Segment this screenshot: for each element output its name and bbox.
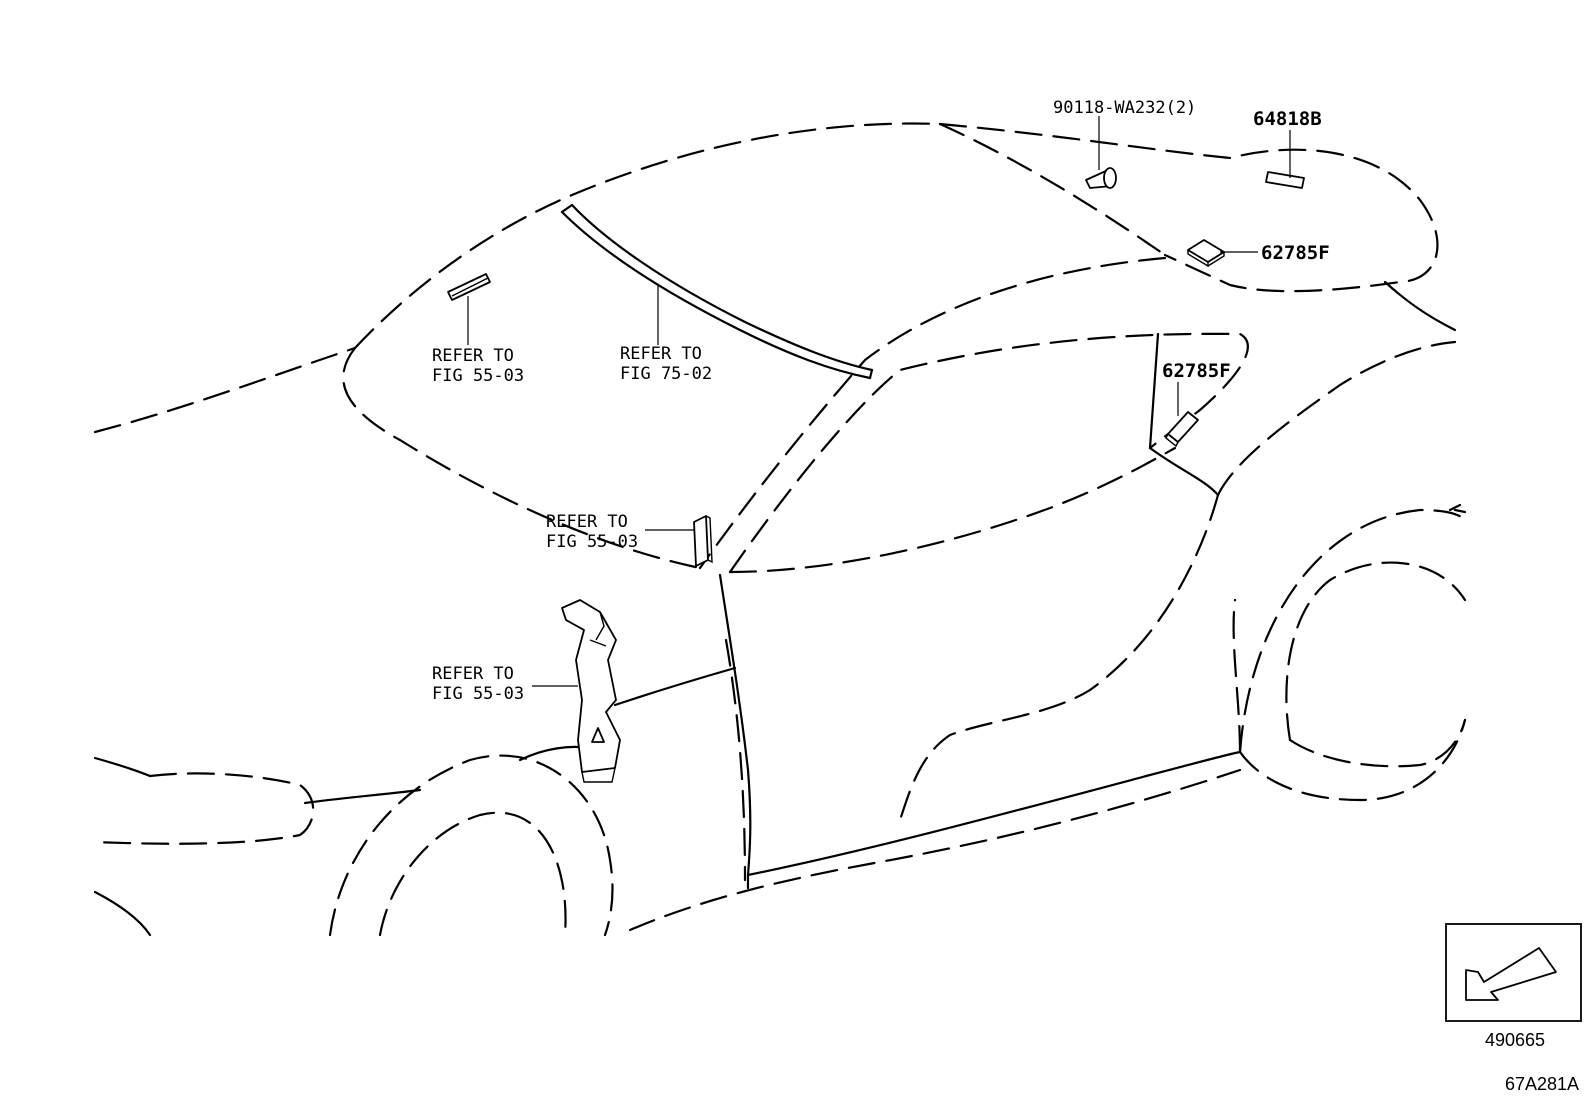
leader-lines bbox=[467, 116, 1291, 687]
ref-pillar-lower-line2: FIG 55-03 bbox=[546, 532, 638, 552]
figure-code: 67A281A bbox=[1505, 1074, 1579, 1094]
ref-pillar-lower-line1: REFER TO bbox=[546, 512, 628, 532]
ref-roof-front: REFER TO FIG 55-03 bbox=[432, 346, 524, 386]
ref-roof-front-line2: FIG 55-03 bbox=[432, 366, 524, 386]
clip-90118 bbox=[1085, 167, 1117, 189]
pillar-lower-pad bbox=[693, 515, 713, 567]
ref-windshield-molding-line2: FIG 75-02 bbox=[620, 364, 712, 384]
view-code-label: 490665 bbox=[1485, 1030, 1545, 1050]
car-body-outline bbox=[93, 122, 1467, 937]
fender-bracket bbox=[561, 599, 621, 783]
view-direction-box: 490665 bbox=[1445, 923, 1582, 1050]
ref-pillar-lower: REFER TO FIG 55-03 bbox=[546, 512, 638, 552]
roof-front-pad bbox=[447, 273, 491, 301]
part-64818b-label: 64818B bbox=[1253, 108, 1322, 130]
clip-90118-label: 90118-WA232(2) bbox=[1053, 98, 1196, 118]
ref-windshield-molding: REFER TO FIG 75-02 bbox=[620, 344, 712, 384]
pad-62785f-upper bbox=[1187, 239, 1225, 268]
ref-fender-bracket-line2: FIG 55-03 bbox=[432, 684, 524, 704]
ref-fender-bracket-line1: REFER TO bbox=[432, 664, 514, 684]
ref-roof-front-line1: REFER TO bbox=[432, 346, 514, 366]
ref-fender-bracket: REFER TO FIG 55-03 bbox=[432, 664, 524, 704]
windshield-molding bbox=[560, 203, 874, 380]
pad-62785f-lower bbox=[1165, 411, 1199, 448]
part-62785f-lower-label: 62785F bbox=[1162, 360, 1231, 382]
ref-windshield-molding-line1: REFER TO bbox=[620, 344, 702, 364]
part-62785f-upper-label: 62785F bbox=[1261, 242, 1330, 264]
view-arrow-icon bbox=[1465, 947, 1557, 1001]
pad-64818b bbox=[1265, 171, 1305, 189]
